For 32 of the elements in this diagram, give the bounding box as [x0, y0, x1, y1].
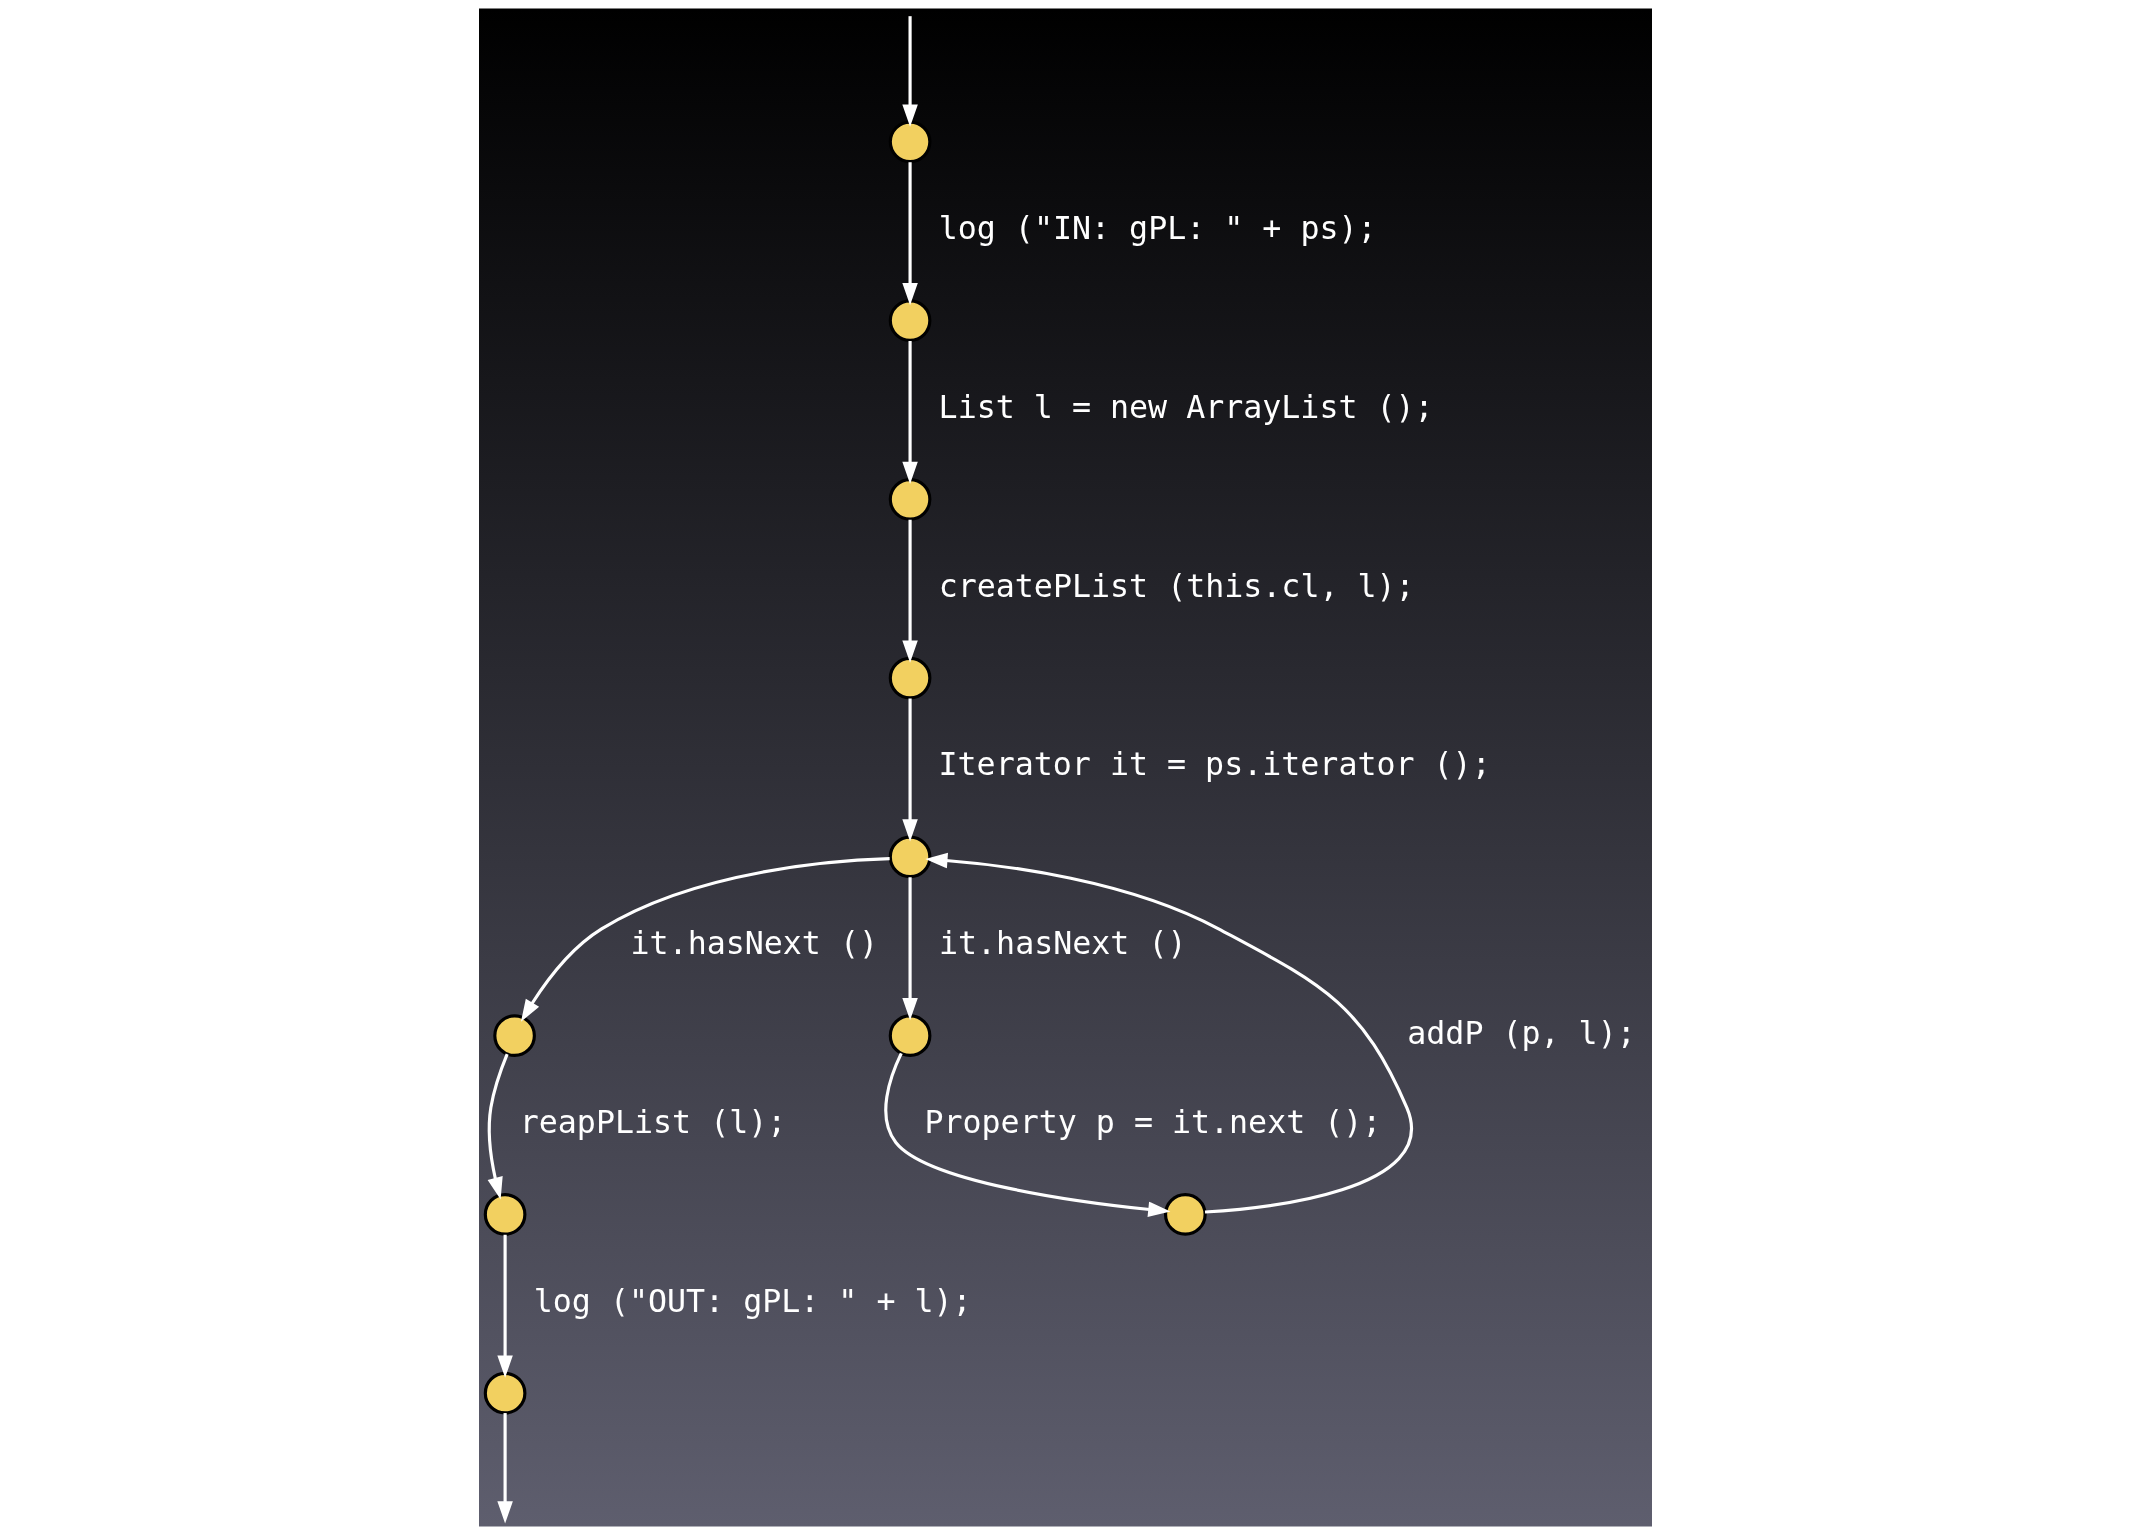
node-circle — [888, 120, 931, 164]
arrow — [901, 877, 918, 1021]
node-circle — [1163, 1193, 1207, 1236]
arrow — [496, 1234, 513, 1378]
arrow — [883, 1052, 1170, 1218]
edge-label: Iterator it = ps.iterator (); — [938, 746, 1491, 783]
edge-label: it.hasNext () — [630, 925, 878, 962]
node-circle — [888, 478, 931, 521]
node-circle — [888, 656, 931, 700]
edge-label: addP (p, l); — [1406, 1014, 1636, 1051]
node-circle — [888, 299, 931, 342]
arrow — [520, 857, 890, 1022]
node-circle — [888, 835, 931, 879]
node-circle — [492, 1014, 536, 1057]
arrow — [487, 1053, 509, 1200]
node-circle — [483, 1371, 526, 1415]
arrow — [901, 341, 918, 484]
edge-label: reapPList (l); — [519, 1103, 786, 1140]
edge-label: List l = new ArrayList (); — [938, 388, 1434, 425]
arrow — [496, 1413, 513, 1524]
node-circle — [888, 1014, 931, 1057]
edge-label: Property p = it.next (); — [923, 1103, 1381, 1140]
arrow — [901, 519, 918, 663]
edge-label: it.hasNext () — [938, 925, 1187, 962]
arrow — [924, 852, 1413, 1214]
edge-label: createPList (this.cl, l); — [938, 567, 1415, 604]
arrow — [901, 16, 918, 127]
node-circle — [483, 1193, 526, 1236]
edge-label: log ("IN: gPL: " + ps); — [938, 210, 1377, 247]
edge-label: log ("OUT: gPL: " + l); — [533, 1282, 972, 1319]
arrow — [901, 162, 918, 306]
arrow — [901, 698, 918, 842]
